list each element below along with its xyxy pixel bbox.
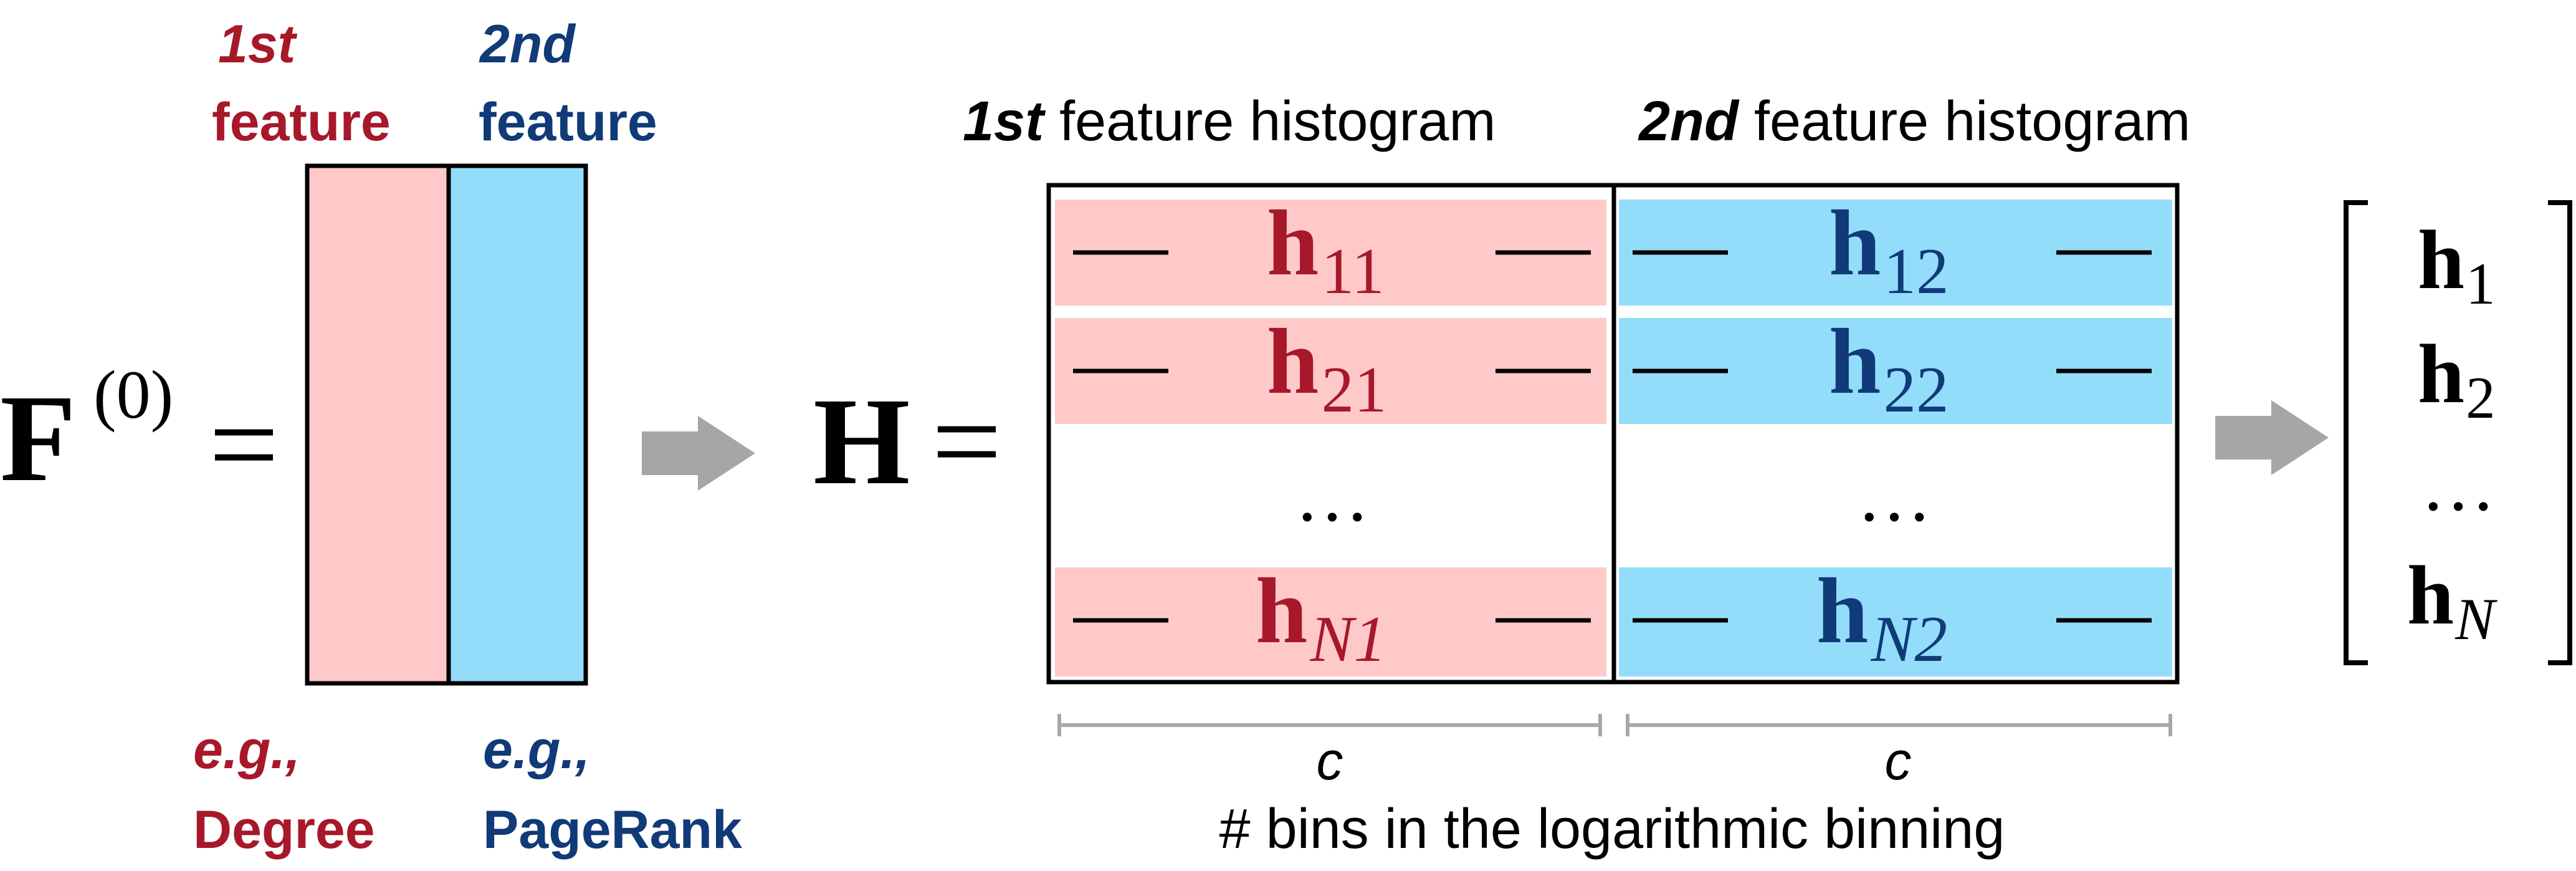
feature-2-eg: e.g., xyxy=(483,720,590,780)
output-h1: h1 xyxy=(2418,214,2496,317)
histogram-row-2: h21 h22 xyxy=(1073,310,2152,426)
bins-caption: # bins in the logarithmic binning xyxy=(1219,798,2005,860)
h12-label: h12 xyxy=(1829,191,1949,307)
feature-1-eg: e.g., xyxy=(193,720,300,780)
ellipsis-col-2: … xyxy=(1857,454,1932,537)
histogram-matrix: h11 h12 h21 h22 … … hN1 hN2 xyxy=(1046,183,2180,685)
ellipsis-col-1: … xyxy=(1295,454,1370,537)
hn1-label: hN1 xyxy=(1256,559,1386,675)
header-1-ordinal: 1st xyxy=(963,90,1046,153)
f-superscript: (0) xyxy=(93,357,173,433)
output-h2: h2 xyxy=(2418,328,2496,431)
bins-label-2: c xyxy=(1885,731,1912,791)
f0-equation: F (0) = xyxy=(0,357,279,514)
feature-2-example: e.g., PageRank xyxy=(483,720,742,860)
histogram-row-n: hN1 hN2 xyxy=(1073,559,2152,675)
h22-label: h22 xyxy=(1829,310,1949,426)
feature-2-top-label: 2nd feature xyxy=(479,14,657,152)
feature-2-ordinal: 2nd xyxy=(479,14,576,74)
feature-1-column xyxy=(305,163,451,686)
output-ellipsis: … xyxy=(2421,443,2496,526)
f-equals: = xyxy=(209,376,279,514)
f-symbol: F xyxy=(0,370,76,508)
feature-1-top-label: 1st feature xyxy=(212,14,391,152)
left-bracket xyxy=(2344,200,2368,665)
feature-2-word: feature xyxy=(479,92,657,152)
hn2-label: hN2 xyxy=(1816,559,1947,675)
header-1-text: feature histogram xyxy=(1044,90,1496,153)
bins-range-2 xyxy=(1626,714,2172,736)
output-hn: hN xyxy=(2407,549,2497,652)
histogram-header-2: 2nd feature histogram xyxy=(1638,90,2190,153)
svg-text:2nd feature histogram: 2nd feature histogram xyxy=(1638,90,2190,153)
feature-2-column xyxy=(446,163,588,686)
header-2-ordinal: 2nd xyxy=(1638,90,1740,153)
h11-label: h11 xyxy=(1267,191,1385,307)
feature-matrix xyxy=(305,163,588,686)
h-symbol: H xyxy=(813,373,910,511)
bins-range-1 xyxy=(1057,714,1602,736)
histogram-row-1: h11 h12 xyxy=(1073,191,2152,307)
bins-label-1: c xyxy=(1317,731,1343,791)
h-equation: H = xyxy=(813,373,1002,511)
feature-1-ordinal: 1st xyxy=(218,14,298,74)
histogram-header-1: 1st feature histogram xyxy=(963,90,1496,153)
right-bracket xyxy=(2548,200,2572,665)
feature-1-example-name: Degree xyxy=(193,800,375,860)
transform-arrow-icon xyxy=(642,416,755,491)
histogram-row-ellipsis: … … xyxy=(1295,454,1932,537)
output-arrow-icon xyxy=(2215,400,2329,475)
h21-label: h21 xyxy=(1267,310,1386,426)
feature-2-example-name: PageRank xyxy=(483,800,742,860)
h-equals: = xyxy=(932,373,1002,511)
svg-text:1st feature histogram: 1st feature histogram xyxy=(963,90,1496,153)
feature-1-example: e.g., Degree xyxy=(193,720,375,860)
header-2-text: feature histogram xyxy=(1739,90,2190,153)
feature-1-word: feature xyxy=(212,92,391,152)
output-vector: h1 h2 … hN xyxy=(2344,200,2572,665)
